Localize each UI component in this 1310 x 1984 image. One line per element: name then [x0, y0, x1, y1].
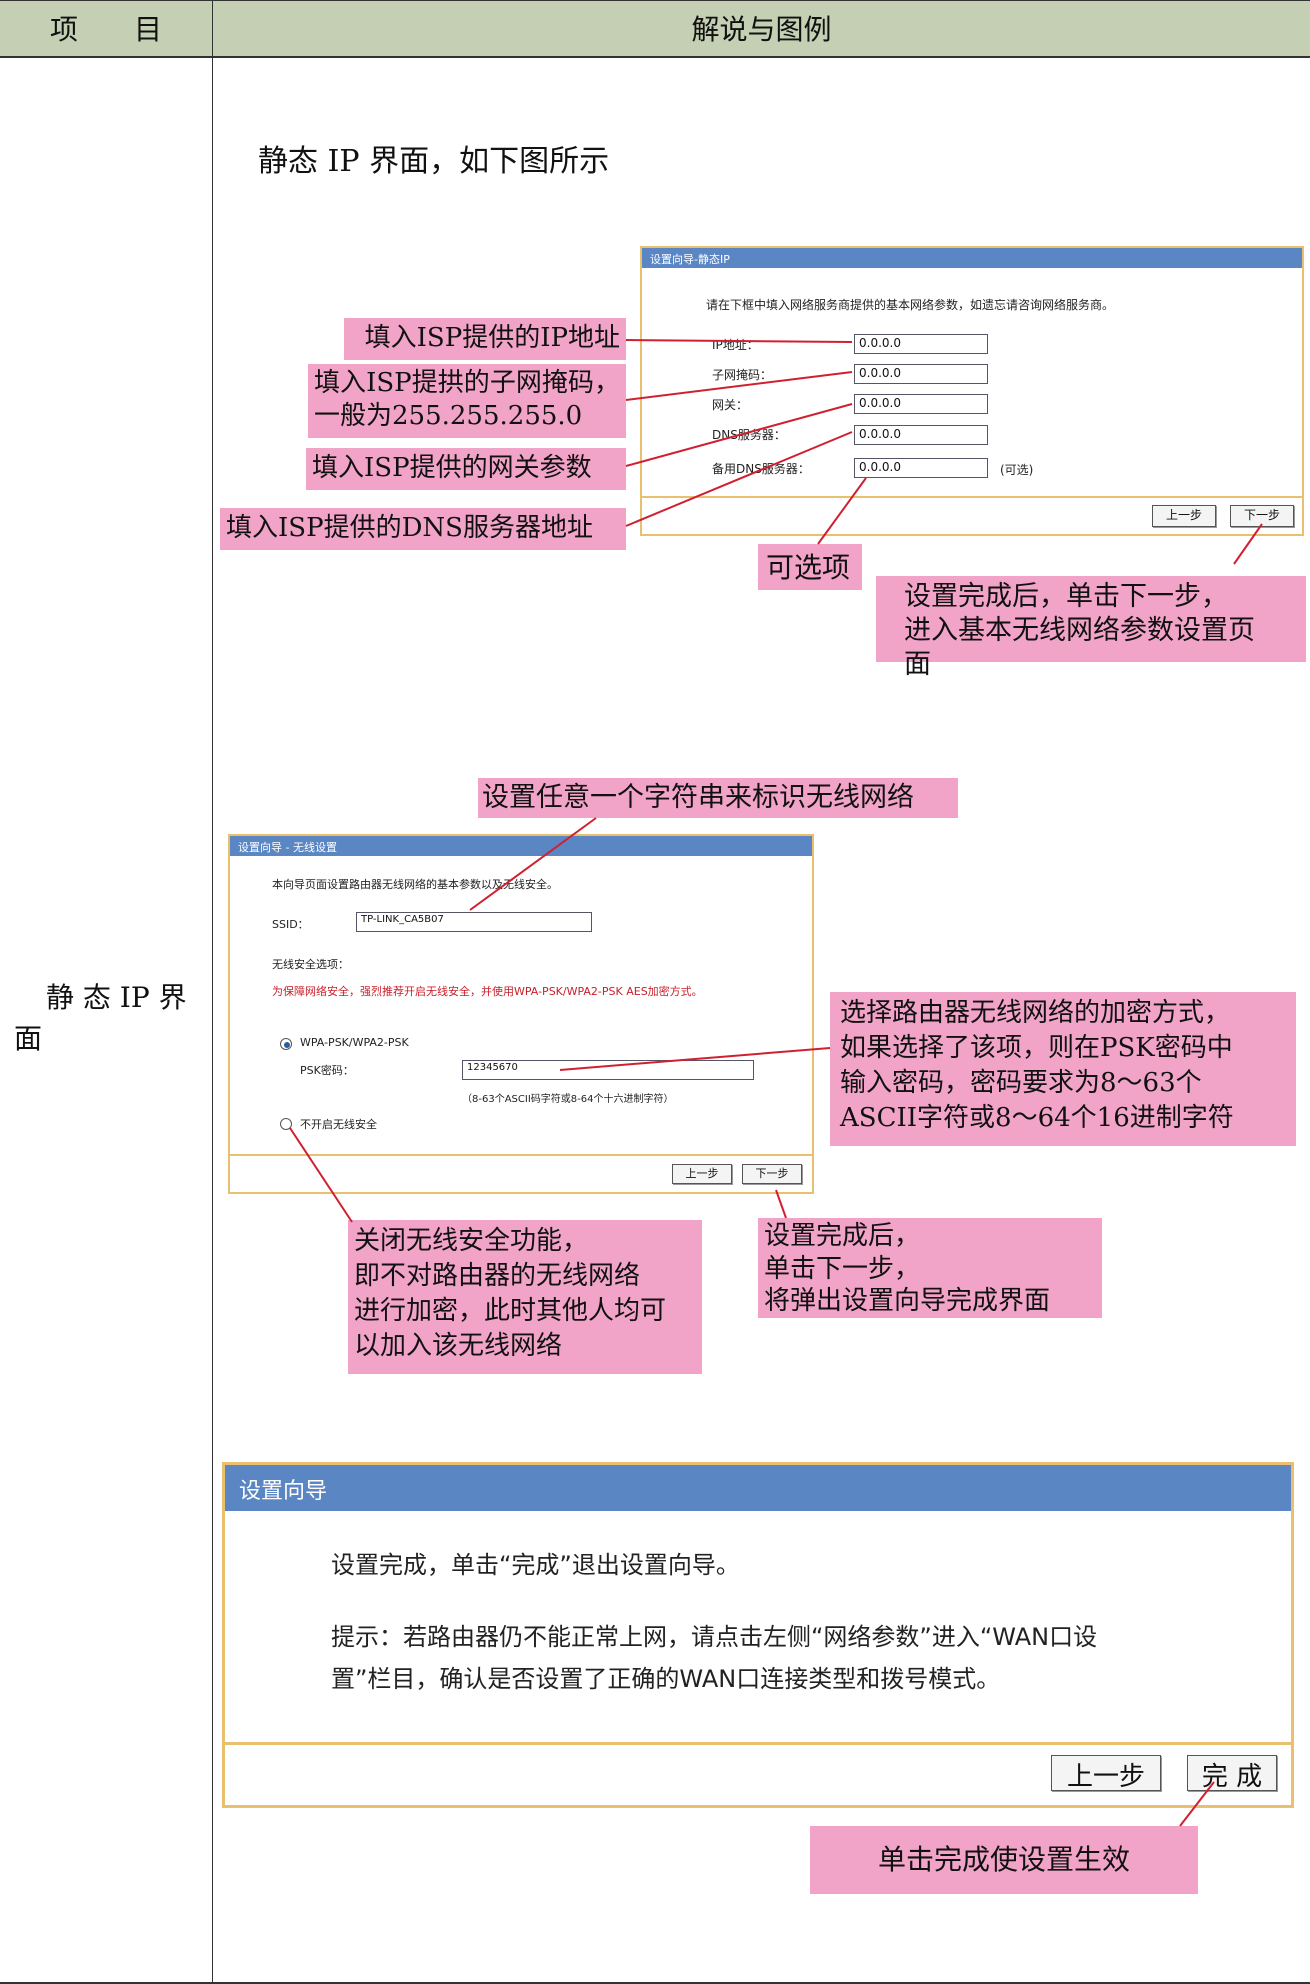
ip-input[interactable]: 0.0.0.0: [854, 334, 988, 354]
panel-description: 本向导页面设置路由器无线网络的基本参数以及无线安全。: [272, 878, 558, 891]
gateway-label: 网关：: [712, 398, 749, 412]
no-security-label: 不开启无线安全: [300, 1118, 377, 1131]
button-bar: 上一步 完 成: [225, 1742, 1291, 1805]
security-warning: 为保障网络安全，强烈推荐开启无线安全，并使用WPA-PSK/WPA2-PSK A…: [272, 985, 703, 998]
ssid-label: SSID：: [272, 918, 309, 931]
panel-title: 设置向导-静态IP: [642, 248, 1302, 268]
no-security-radio[interactable]: [280, 1118, 292, 1130]
subnet-label: 子网掩码：: [712, 368, 773, 382]
psk-hint: （8-63个ASCII码字符或8-64个十六进制字符）: [462, 1094, 674, 1105]
wireless-panel: 设置向导 - 无线设置 本向导页面设置路由器无线网络的基本参数以及无线安全。 S…: [228, 834, 814, 1194]
finish-panel: 设置向导 设置完成，单击“完成”退出设置向导。 提示：若路由器仍不能正常上网，请…: [222, 1462, 1294, 1808]
finish-button[interactable]: 完 成: [1187, 1755, 1277, 1792]
note-subnet: 填入ISP提拱的子网掩码，一般为255.255.255.0: [308, 364, 626, 438]
dns-label: DNS服务器：: [712, 428, 786, 442]
prev-button[interactable]: 上一步: [672, 1164, 732, 1184]
subnet-input[interactable]: 0.0.0.0: [854, 364, 988, 384]
prev-button[interactable]: 上一步: [1152, 505, 1216, 527]
ssid-input[interactable]: TP-LINK_CA5B07: [356, 912, 592, 932]
leader-gateway: [625, 403, 853, 467]
gateway-input[interactable]: 0.0.0.0: [854, 394, 988, 414]
table-top-border: [0, 0, 1310, 1]
leader-optional: [817, 477, 867, 545]
leader-subnet: [625, 371, 853, 401]
leader-ssid: [469, 817, 597, 911]
leader-psk: [559, 1047, 831, 1071]
column-divider: [212, 0, 213, 1984]
wpa-radio[interactable]: [280, 1038, 292, 1050]
note-optional: 可选项: [758, 544, 862, 590]
note-dns: 填入ISP提供的DNS服务器地址: [220, 508, 626, 550]
leader-finish: [1179, 1781, 1215, 1827]
note-encryption: 选择路由器无线网络的加密方式， 如果选择了该项，则在PSK密码中 输入密码，密码…: [830, 992, 1296, 1146]
table-bottom-border: [0, 1982, 1310, 1984]
button-bar: 上一步 下一步: [642, 496, 1302, 534]
panel-title: 设置向导: [225, 1465, 1291, 1511]
psk-input[interactable]: 12345670: [462, 1060, 754, 1080]
intro-text: 静态 IP 界面，如下图所示: [258, 144, 610, 179]
wpa-option-label: WPA-PSK/WPA2-PSK: [300, 1036, 409, 1049]
note-next-step: 设置完成后，单击下一步， 进入基本无线网络参数设置页面: [876, 576, 1306, 680]
finish-message: 设置完成，单击“完成”退出设置向导。: [331, 1551, 740, 1579]
optional-text: (可选): [1000, 463, 1034, 477]
note-disable-security: 关闭无线安全功能， 即不对路由器的无线网络 进行加密，此时其他人均可 以加入该无…: [348, 1220, 702, 1374]
finish-tip-line1: 提示：若路由器仍不能正常上网，请点击左侧“网络参数”进入“WAN口设: [331, 1623, 1098, 1651]
note-ip: 填入ISP提供的IP地址: [344, 318, 626, 360]
panel-description: 请在下框中填入网络服务商提供的基本网络参数，如遗忘请咨询网络服务商。: [706, 298, 1115, 312]
leader-ip: [625, 339, 853, 343]
finish-tip-line2: 置”栏目，确认是否设置了正确的WAN口连接类型和拨号模式。: [331, 1665, 1001, 1693]
note-ssid: 设置任意一个字符串来标识无线网络: [478, 778, 958, 818]
prev-button[interactable]: 上一步: [1051, 1755, 1161, 1792]
security-title: 无线安全选项：: [272, 958, 349, 971]
note-finish: 单击完成使设置生效: [810, 1826, 1198, 1894]
dns-input[interactable]: 0.0.0.0: [854, 425, 988, 445]
static-ip-panel: 设置向导-静态IP 请在下框中填入网络服务商提供的基本网络参数，如遗忘请咨询网络…: [640, 246, 1304, 536]
panel-title: 设置向导 - 无线设置: [230, 836, 812, 856]
header-col-explanation: 解说与图例: [213, 0, 1310, 58]
backup-dns-input[interactable]: 0.0.0.0: [854, 458, 988, 478]
header-col-item: 项 目: [0, 0, 212, 58]
leader-next: [1233, 523, 1263, 565]
leader-wireless-next: [775, 1189, 787, 1219]
leader-no-security: [289, 1127, 353, 1223]
next-button[interactable]: 下一步: [742, 1164, 802, 1184]
note-next-complete: 设置完成后， 单击下一步， 将弹出设置向导完成界面: [758, 1218, 1102, 1318]
psk-label: PSK密码：: [300, 1064, 354, 1077]
note-gateway: 填入ISP提供的网关参数: [306, 448, 626, 490]
leader-dns: [625, 431, 853, 527]
next-button[interactable]: 下一步: [1230, 505, 1294, 527]
row-label: 静 态 IP 界面: [14, 981, 187, 1055]
